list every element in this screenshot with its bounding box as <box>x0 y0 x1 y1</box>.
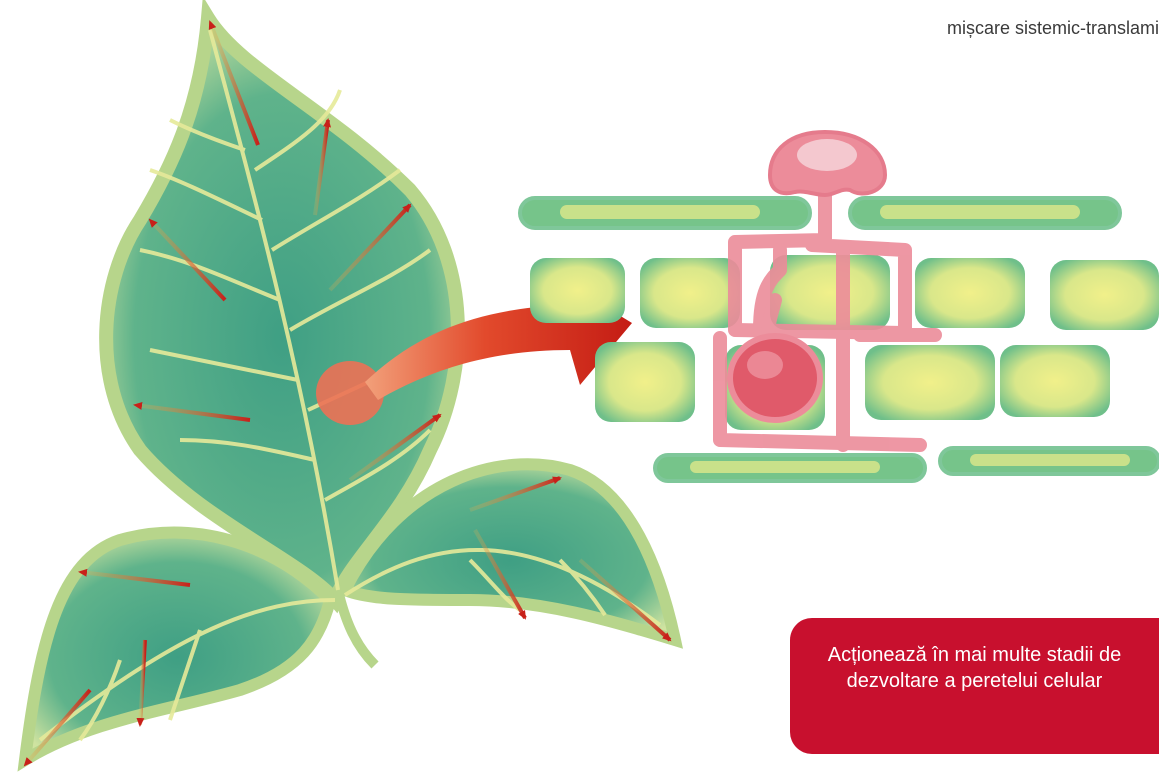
cell <box>1000 345 1110 417</box>
cell <box>595 342 695 422</box>
callout-box: Acționează în mai multe stadii de dezvol… <box>790 618 1159 754</box>
cell <box>530 258 625 323</box>
caption: mișcare sistemic-translami <box>859 18 1159 39</box>
callout-text: Acționează în mai multe stadii de dezvol… <box>828 644 1122 692</box>
cell <box>640 258 740 328</box>
cell <box>1050 260 1159 330</box>
cell <box>770 255 890 330</box>
cell <box>915 258 1025 328</box>
cell-cross-section <box>520 132 1159 481</box>
cell <box>865 345 995 420</box>
haustorium <box>730 336 820 420</box>
